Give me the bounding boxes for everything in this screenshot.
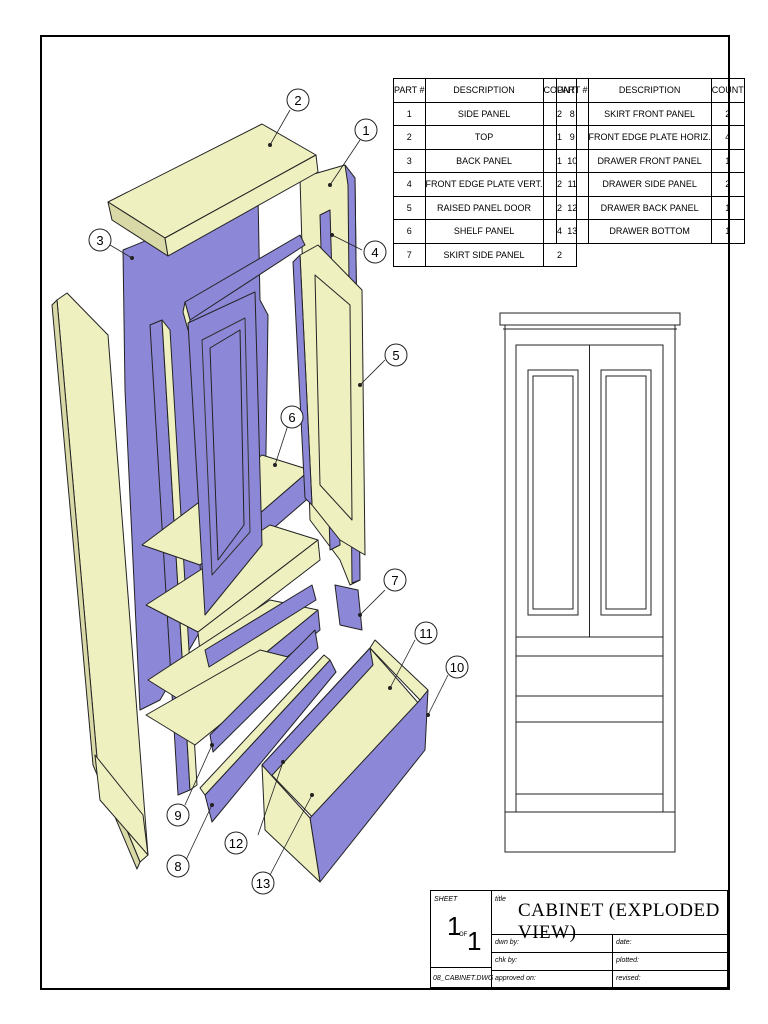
part-num: 1 bbox=[393, 101, 426, 126]
part-description: FRONT EDGE PLATE HORIZ. bbox=[587, 125, 712, 150]
part-num: 12 bbox=[556, 195, 589, 220]
shelf-2-edge bbox=[197, 539, 321, 653]
approved-on-label: approved on: bbox=[495, 975, 536, 982]
part-num: 11 bbox=[556, 172, 589, 197]
checked-by-label: chk by: bbox=[495, 957, 518, 964]
drawn-by-label: dwn by: bbox=[495, 939, 520, 946]
skirt-side-right bbox=[334, 584, 363, 631]
part-description: SKIRT FRONT PANEL bbox=[587, 101, 712, 126]
part-description: BACK PANEL bbox=[424, 148, 544, 173]
header-count: COUNT bbox=[710, 78, 745, 103]
file-name: 08_CABINET.DWG bbox=[433, 975, 494, 982]
part-num: 2 bbox=[393, 125, 426, 150]
callout-5: 5 bbox=[392, 348, 399, 363]
part-count: 2 bbox=[710, 172, 745, 197]
door-right-panel bbox=[314, 274, 353, 521]
part-description: RAISED PANEL DOOR bbox=[424, 195, 544, 220]
part-num: 9 bbox=[556, 125, 589, 150]
door-left-panel-inner bbox=[209, 329, 245, 561]
part-num: 5 bbox=[393, 195, 426, 220]
callout-13: 13 bbox=[256, 876, 270, 891]
part-description: SHELF PANEL bbox=[424, 219, 544, 244]
callout-4: 4 bbox=[371, 245, 378, 260]
part-description: SIDE PANEL bbox=[424, 101, 544, 126]
sheet-number: 1 bbox=[447, 911, 462, 941]
title-block bbox=[430, 890, 728, 988]
part-description: DRAWER SIDE PANEL bbox=[587, 172, 712, 197]
part-count: 1 bbox=[710, 195, 745, 220]
part-num: 6 bbox=[393, 219, 426, 244]
header-description: DESCRIPTION bbox=[424, 78, 544, 103]
callout-7: 7 bbox=[391, 573, 398, 588]
door-right-edge bbox=[292, 254, 313, 506]
part-num: 8 bbox=[556, 101, 589, 126]
drawing-sheet-border bbox=[40, 35, 730, 990]
part-description: SKIRT SIDE PANEL bbox=[424, 242, 544, 267]
sheet-label: SHEET bbox=[434, 896, 458, 903]
drawer-side-left bbox=[261, 764, 321, 883]
front-elevation bbox=[499, 312, 681, 853]
title-label: title bbox=[495, 896, 506, 903]
callout-6: 6 bbox=[288, 410, 295, 425]
part-count: 2 bbox=[542, 242, 577, 267]
callout-1: 1 bbox=[362, 123, 369, 138]
part-description: DRAWER BOTTOM bbox=[587, 219, 712, 244]
plotted-label: plotted: bbox=[616, 957, 639, 964]
sheet-total: 1 bbox=[467, 926, 482, 956]
part-count: 1 bbox=[710, 148, 745, 173]
header-part-num: PART # bbox=[393, 78, 426, 103]
revised-label: revised: bbox=[616, 975, 641, 982]
part-count: 2 bbox=[710, 101, 745, 126]
of-label: OF bbox=[459, 932, 468, 938]
skirt-front-top bbox=[199, 654, 331, 796]
callout-8: 8 bbox=[174, 859, 181, 874]
part-num: 7 bbox=[393, 242, 426, 267]
part-count: 4 bbox=[710, 125, 745, 150]
callout-12: 12 bbox=[229, 836, 243, 851]
part-description: DRAWER BACK PANEL bbox=[587, 195, 712, 220]
part-num: 3 bbox=[393, 148, 426, 173]
drawing-title: CABINET (EXPLODED VIEW) bbox=[518, 900, 720, 943]
front-edge-horiz-1 bbox=[204, 584, 317, 668]
date-label: date: bbox=[616, 939, 632, 946]
part-num: 10 bbox=[556, 148, 589, 173]
part-description: FRONT EDGE PLATE VERT. bbox=[424, 172, 544, 197]
callout-9: 9 bbox=[174, 808, 181, 823]
part-num: 4 bbox=[393, 172, 426, 197]
part-num: 13 bbox=[556, 219, 589, 244]
top-panel-side bbox=[164, 154, 319, 257]
header-description: DESCRIPTION bbox=[587, 78, 712, 103]
part-description: TOP bbox=[424, 125, 544, 150]
callout-11: 11 bbox=[419, 626, 433, 641]
callout-10: 10 bbox=[450, 660, 464, 675]
callout-2: 2 bbox=[294, 93, 301, 108]
header-part-num: PART # bbox=[556, 78, 589, 103]
skirt-left bbox=[94, 754, 149, 856]
part-count: 1 bbox=[710, 219, 745, 244]
callout-3: 3 bbox=[96, 233, 103, 248]
part-description: DRAWER FRONT PANEL bbox=[587, 148, 712, 173]
